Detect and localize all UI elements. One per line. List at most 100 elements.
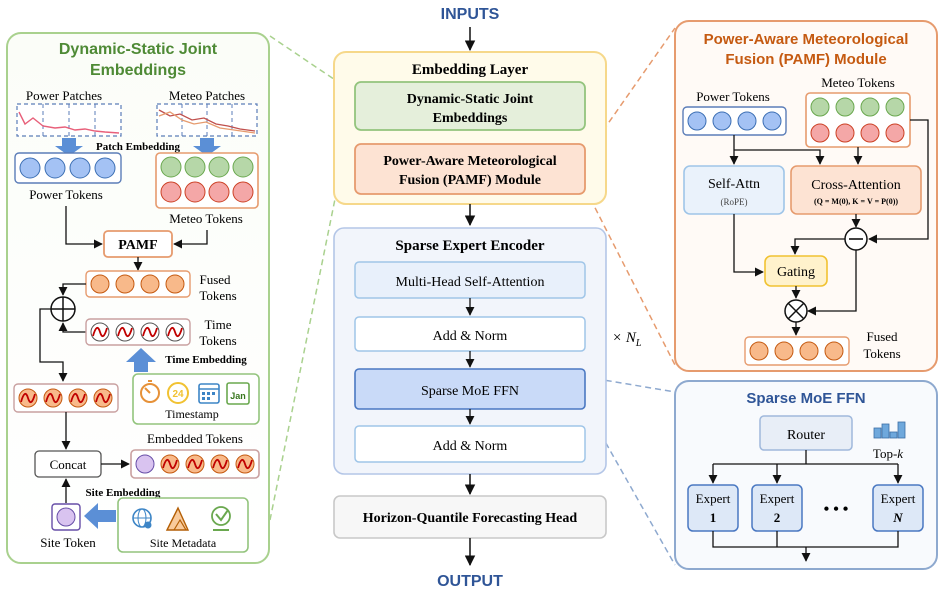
concat-label: Concat [50,457,87,472]
pamf-panel-title-1: Power-Aware Meteorological [704,31,909,48]
calendar-icon [198,383,220,404]
left-time-tokens [90,322,185,342]
cross-attn-equation: (Q = M(0), K = V = P(0)) [814,197,898,206]
meteo-to-pamf-arrow [173,230,208,249]
moe-panel [674,380,938,570]
pamf-panel-title-2: Fusion (PAMF) Module [725,51,886,68]
left-panel-title-1: Dynamic-Static Joint [59,41,218,58]
left-meteo-tokens-box [155,152,259,209]
svg-text:Jan: Jan [230,391,246,401]
power-to-crossattn-arrow [734,149,825,165]
pamf-meteo-tokens-pink [810,123,905,143]
left-embedded-row-tokens [18,388,113,408]
pamf-meteo-tokens-label: Meteo Tokens [821,75,895,90]
inputs-label: INPUTS [441,6,500,23]
cross-attn-label: Cross-Attention [811,178,900,193]
power-to-pamf-arrow [65,206,103,249]
site-embedding-arrow [84,503,116,529]
embedding-layer-title: Embedding Layer [412,62,529,78]
sparse-moe-label: Sparse MoE FFN [421,384,519,399]
layer-repeat-label: × NL [612,330,642,349]
connector-right-bottom [585,189,676,366]
site-token-label: Site Token [40,535,96,550]
expert-2-number: 2 [774,510,781,525]
dsje-box [354,81,586,131]
topk-label: Top-k [873,446,903,461]
left-meteo-tokens-green [160,156,254,178]
add-norm-2-box [354,425,586,463]
left-meteo-tokens-pink [160,181,254,203]
timestamp-label: Timestamp [165,407,219,421]
dsje-label-1: Dynamic-Static Joint [407,92,534,107]
pamf-power-tokens-label: Power Tokens [696,89,770,104]
mountain-icon [165,506,190,531]
month-calendar-icon: Jan [226,382,250,405]
meteo-patches-label: Meteo Patches [169,88,245,103]
embedded-tokens [135,454,255,474]
time-to-add-arrow [58,322,86,333]
add-to-embedded-line [39,308,68,382]
gating-label: Gating [777,265,815,280]
left-time-label-2: Tokens [199,333,236,348]
pamf-fused-tokens [749,341,844,361]
expert-1-label: Expert [696,491,731,506]
left-panel-title-2: Embeddings [90,62,186,79]
sparse-encoder-title: Sparse Expert Encoder [395,238,545,254]
embedded-tokens-label: Embedded Tokens [147,431,243,446]
time-embedding-label: Time Embedding [165,354,247,366]
location-globe-icon [132,508,152,529]
experts-ellipsis: • • • [824,501,849,518]
meteo-patches [156,103,258,137]
mhsa-label: Multi-Head Self-Attention [396,275,545,290]
clock-24-icon: 24 [167,382,189,404]
output-label: OUTPUT [437,573,503,590]
pamf-label-1: Power-Aware Meteorological [383,154,556,169]
add-norm-1-label: Add & Norm [433,329,508,344]
dsje-label-2: Embeddings [433,111,508,126]
expert-N-number: N [892,510,903,525]
patch-embedding-label: Patch Embedding [96,141,181,153]
left-power-tokens [19,157,116,179]
power-patches-label: Power Patches [26,88,102,103]
pamf-fused-label-2: Tokens [863,346,900,361]
power-patches [16,103,122,137]
site-metadata-label: Site Metadata [150,536,217,550]
site-location-icon [211,506,231,531]
pamf-meteo-tokens-green [810,97,905,117]
left-meteo-tokens-label: Meteo Tokens [169,211,243,226]
add-norm-2-label: Add & Norm [433,439,508,454]
minus-to-gating-arrow [790,238,845,255]
router-label: Router [787,428,825,443]
left-power-tokens-box [14,152,122,184]
site-token [56,507,76,527]
left-fused-label-1: Fused [199,272,231,287]
expert-2-label: Expert [760,491,795,506]
left-power-tokens-label: Power Tokens [29,187,103,202]
expert-N-label: Expert [881,491,916,506]
meteo-bypass-line [868,119,929,244]
minus-to-multiply-line [807,250,857,316]
left-pamf-label: PAMF [118,238,157,253]
pamf-box [354,143,586,195]
left-fused-tokens [90,274,185,294]
site-embedding-label: Site Embedding [86,487,161,499]
rope-label: (RoPE) [721,197,748,207]
fused-to-add-arrow [58,283,86,296]
pamf-label-2: Fusion (PAMF) Module [399,173,541,188]
power-patch-embed-arrow [55,138,83,156]
pamf-fused-label-1: Fused [866,329,898,344]
left-time-tokens-box [85,318,191,346]
multiply-operator [784,299,808,323]
pamf-power-tokens [687,111,782,131]
moe-panel-title: Sparse MoE FFN [746,390,865,407]
forecast-head-label: Horizon-Quantile Forecasting Head [363,511,578,526]
meteo-patch-embed-arrow [193,138,221,156]
expert-1-number: 1 [710,510,717,525]
pamf-fused-tokens-box [744,336,850,366]
time-embedding-arrow [126,348,156,372]
selfattn-to-gating-arrow [733,214,764,277]
bar-chart-icon [873,421,906,439]
subtract-operator [844,227,868,251]
left-fused-label-2: Tokens [199,288,236,303]
